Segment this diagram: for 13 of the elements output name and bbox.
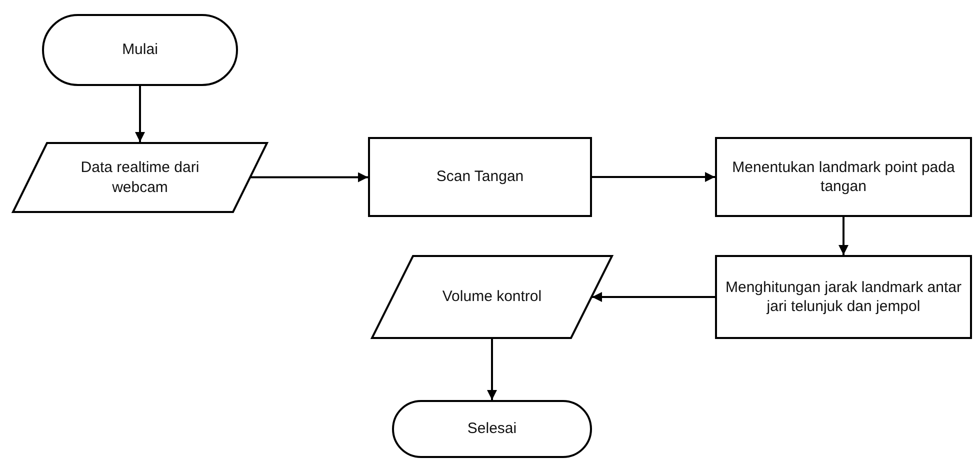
node-label: Selesai xyxy=(467,419,517,439)
node-label: Mulai xyxy=(122,40,158,60)
arrow xyxy=(250,172,368,182)
arrow xyxy=(592,292,715,302)
arrow xyxy=(487,339,497,400)
node-label: Menentukan landmark point pada tangan xyxy=(731,158,956,196)
arrow xyxy=(838,217,848,255)
node-label: Data realtime dari webcam xyxy=(80,158,200,197)
node-label: Volume kontrol xyxy=(442,287,542,307)
node-label: Scan Tangan xyxy=(436,167,524,187)
arrow xyxy=(592,172,715,182)
arrow xyxy=(135,86,145,142)
node-label: Menghitungan jarak landmark antar jari telunjuk dan jempol xyxy=(724,278,962,316)
